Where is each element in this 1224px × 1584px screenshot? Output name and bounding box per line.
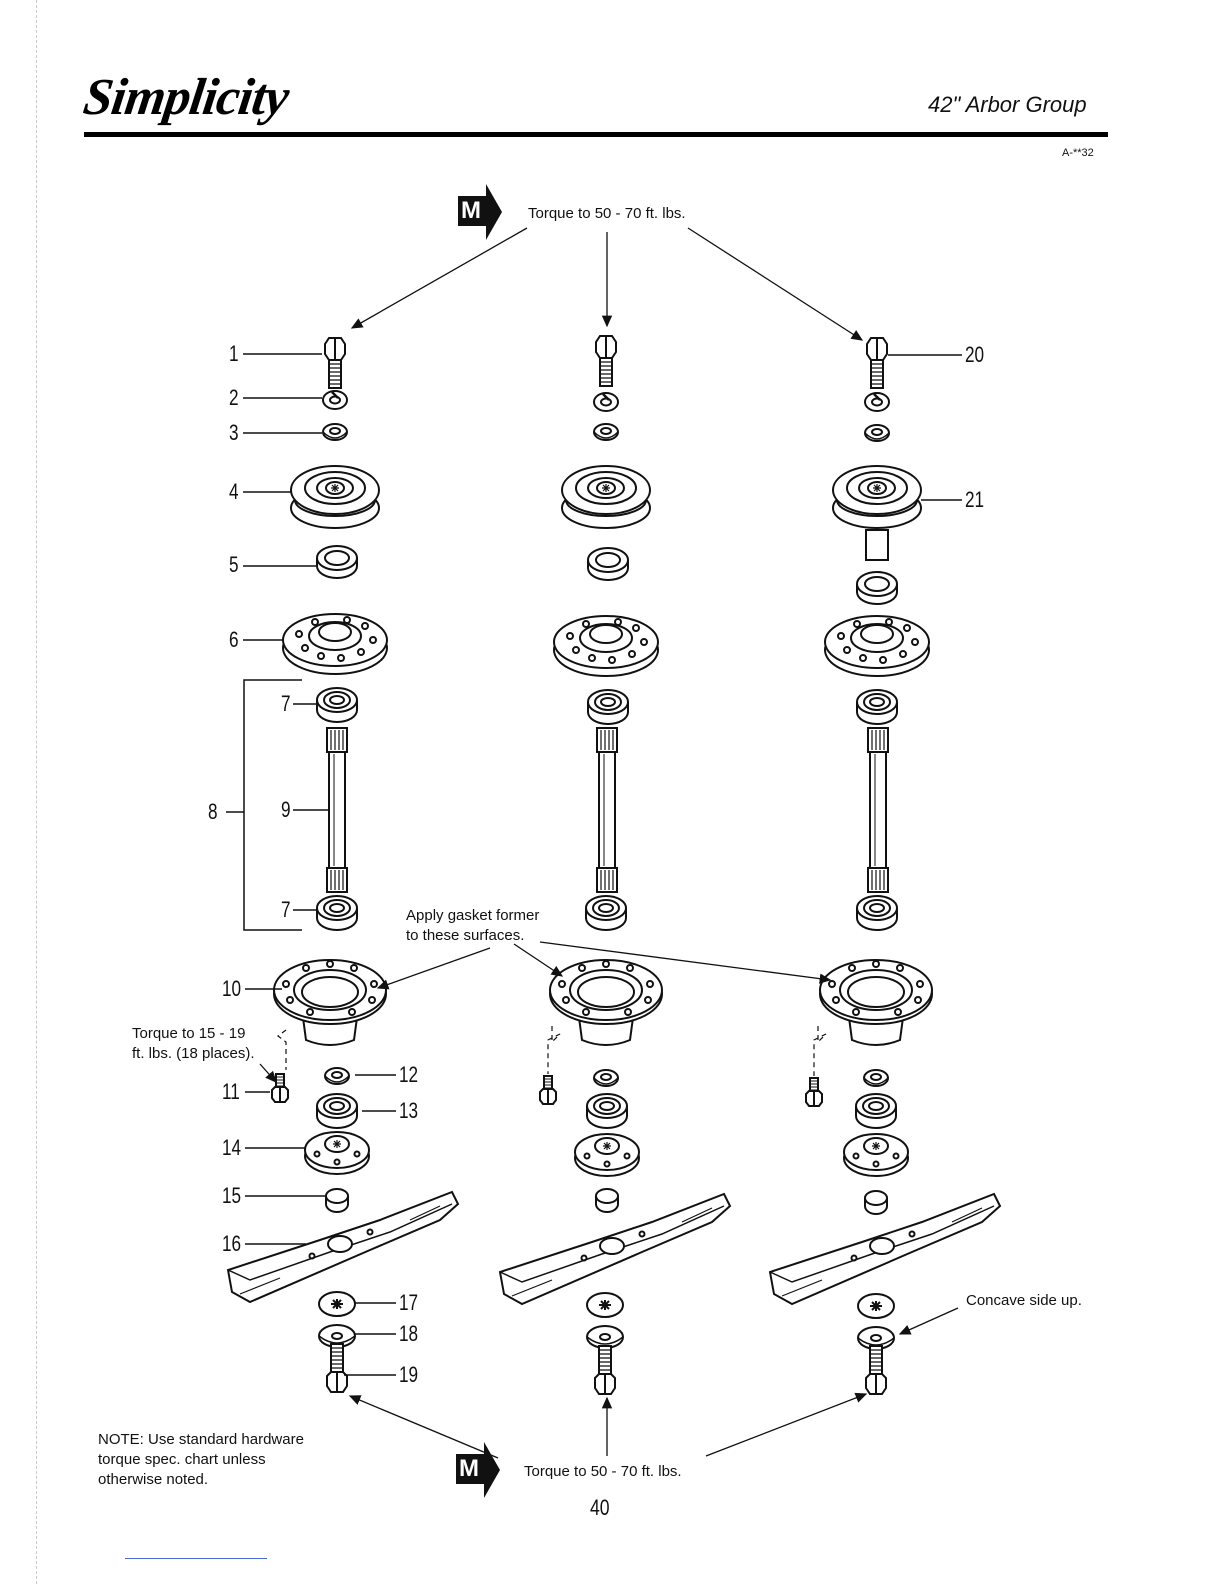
concave-callout: Concave side up. bbox=[966, 1292, 1082, 1309]
torque-callout-top: Torque to 50 - 70 ft. lbs. bbox=[528, 205, 686, 222]
part-number-2: 2 bbox=[229, 385, 239, 410]
part-number-3: 3 bbox=[229, 420, 239, 445]
part-number-16: 16 bbox=[222, 1231, 242, 1256]
note-line3: otherwise noted. bbox=[98, 1471, 209, 1488]
page-title: 42" Arbor Group bbox=[928, 92, 1087, 117]
leader-lines bbox=[226, 353, 962, 1376]
reference-code: A-**32 bbox=[1062, 147, 1094, 159]
part-number-14: 14 bbox=[222, 1135, 242, 1160]
part-number-1: 1 bbox=[229, 341, 239, 366]
part-number-7-top: 7 bbox=[281, 691, 291, 716]
note-line2: torque spec. chart unless bbox=[98, 1451, 266, 1468]
part-number-7-bottom: 7 bbox=[281, 897, 291, 922]
gasket-callout-line2: to these surfaces. bbox=[406, 927, 525, 944]
part-number-19: 19 bbox=[399, 1362, 419, 1387]
header-rule bbox=[84, 132, 1108, 137]
part-number-9: 9 bbox=[281, 797, 291, 822]
part-number-10: 10 bbox=[222, 976, 242, 1001]
capscrew-guides bbox=[277, 1026, 827, 1076]
m-badge-bottom-label: M bbox=[459, 1455, 479, 1482]
part-number-6: 6 bbox=[229, 627, 239, 652]
bolt-torque-line2: ft. lbs. (18 places). bbox=[132, 1045, 255, 1062]
part-number-12: 12 bbox=[399, 1062, 419, 1087]
column-left bbox=[227, 337, 459, 1393]
part-number-15: 15 bbox=[222, 1183, 242, 1208]
part-number-20: 20 bbox=[965, 342, 985, 367]
part-number-5: 5 bbox=[229, 552, 239, 577]
note-line1: NOTE: Use standard hardware bbox=[98, 1431, 304, 1448]
page-number: 40 bbox=[590, 1495, 610, 1520]
callout-arrows bbox=[259, 227, 959, 1459]
bottom-link-line bbox=[125, 1558, 267, 1559]
fold-line bbox=[36, 0, 37, 1584]
part-number-4: 4 bbox=[229, 479, 239, 504]
bolt-torque-line1: Torque to 15 - 19 bbox=[132, 1025, 246, 1042]
part-number-11: 11 bbox=[222, 1079, 240, 1104]
part-number-17: 17 bbox=[399, 1290, 419, 1315]
torque-callout-bottom: Torque to 50 - 70 ft. lbs. bbox=[524, 1463, 682, 1480]
column-right bbox=[769, 337, 1001, 1395]
part-number-21: 21 bbox=[965, 487, 985, 512]
gasket-callout-line1: Apply gasket former bbox=[406, 907, 540, 924]
part-number-8: 8 bbox=[208, 799, 218, 824]
part-number-18: 18 bbox=[399, 1321, 419, 1346]
part-number-13: 13 bbox=[399, 1098, 419, 1123]
m-badge-top-label: M bbox=[461, 197, 481, 224]
column-center bbox=[499, 335, 731, 1395]
